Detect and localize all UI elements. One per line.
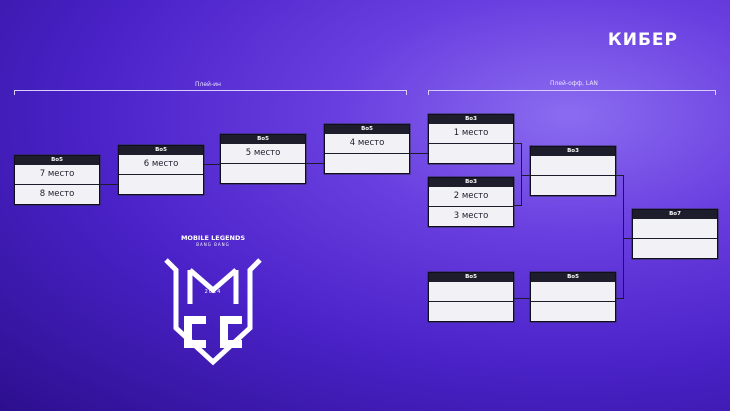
play-in-bracket-line [14, 90, 407, 95]
match-bo3-1: Bo3 1 место [428, 114, 514, 164]
team-slot [325, 153, 409, 173]
match-format: Bo5 [119, 146, 203, 155]
match-bo5-5: Bo5 5 место [220, 134, 306, 184]
team-slot [531, 175, 615, 195]
match-format: Bo3 [429, 115, 513, 124]
brand-logo: КИБЕР [607, 30, 678, 50]
team-slot [633, 219, 717, 238]
connector [512, 298, 530, 299]
match-bo5-4: Bo5 4 место [324, 124, 410, 174]
team-slot: 3 место [429, 206, 513, 226]
match-format: Bo5 [531, 273, 615, 282]
team-slot: 1 место [429, 124, 513, 143]
connector [408, 153, 428, 154]
team-slot [531, 282, 615, 301]
mlbb-logo: MOBILE LEGENDS BANG BANG 2024 [158, 232, 268, 372]
team-slot: 5 место [221, 144, 305, 163]
mlbb-crest-icon [164, 258, 262, 366]
connector [623, 175, 624, 299]
match-format: Bo3 [429, 178, 513, 187]
match-format: Bo3 [531, 147, 615, 156]
match-bo3-upper-final: Bo3 [530, 146, 616, 196]
match-bo5-lower: Bo5 [428, 272, 514, 322]
match-format: Bo7 [633, 210, 717, 219]
logo-year: 2024 [204, 289, 222, 295]
connector [202, 164, 220, 165]
team-slot [531, 301, 615, 321]
playoff-bracket-line [428, 90, 716, 95]
match-bo5-7-vs-8: Bo5 7 место 8 место [14, 155, 100, 205]
connector [512, 143, 522, 144]
match-format: Bo5 [221, 135, 305, 144]
team-slot: 8 место [15, 184, 99, 204]
logo-line2: BANG BANG [196, 242, 230, 247]
team-slot [429, 143, 513, 163]
playoff-label: Плей-офф, LAN [550, 80, 598, 87]
team-slot [429, 301, 513, 321]
match-bo7-grand-final: Bo7 [632, 209, 718, 259]
match-format: Bo5 [429, 273, 513, 282]
connector [512, 205, 522, 206]
connector [98, 184, 118, 185]
team-slot: 4 место [325, 134, 409, 153]
match-format: Bo5 [325, 125, 409, 134]
match-bo5-lower-final: Bo5 [530, 272, 616, 322]
logo-line1: MOBILE LEGENDS [180, 234, 246, 242]
connector [614, 298, 624, 299]
team-slot: 6 место [119, 155, 203, 174]
connector [306, 163, 324, 164]
connector [623, 238, 632, 239]
team-slot: 7 место [15, 165, 99, 184]
match-format: Bo5 [15, 156, 99, 165]
connector [521, 143, 522, 206]
match-bo3-2-vs-3: Bo3 2 место 3 место [428, 177, 514, 227]
team-slot [221, 163, 305, 183]
team-slot [633, 238, 717, 258]
match-bo5-6: Bo5 6 место [118, 145, 204, 195]
connector [521, 175, 530, 176]
team-slot [429, 282, 513, 301]
play-in-label: Плей-ин [195, 81, 221, 88]
team-slot [531, 156, 615, 175]
team-slot [119, 174, 203, 194]
team-slot: 2 место [429, 187, 513, 206]
connector [614, 175, 624, 176]
